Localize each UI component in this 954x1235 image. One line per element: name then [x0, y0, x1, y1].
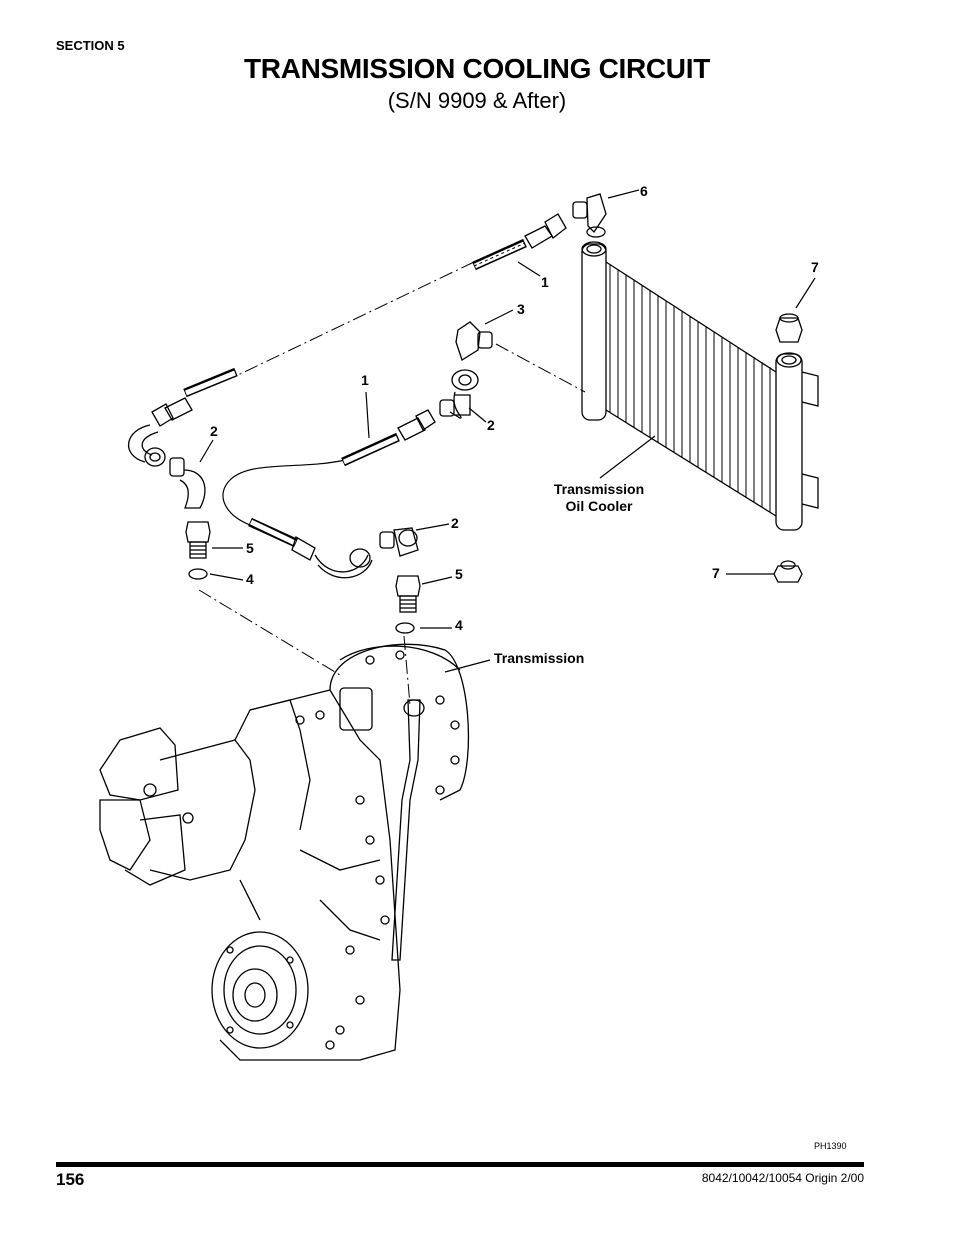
- origin-note: 8042/10042/10054 Origin 2/00: [701, 1171, 864, 1185]
- callout-2-left: 2: [210, 423, 218, 439]
- elbow-fitting-left: [169, 457, 206, 509]
- page-number: 156: [56, 1170, 85, 1189]
- callout-6: 6: [640, 183, 648, 199]
- label-cooler-line2: Oil Cooler: [566, 498, 633, 514]
- label-cooler-line1: Transmission: [554, 481, 644, 497]
- adapter-fitting-left: [185, 521, 211, 559]
- plug-top: [775, 313, 803, 343]
- callout-4-left: 4: [246, 571, 254, 587]
- callout-2-right-upper: 2: [487, 417, 495, 433]
- footer-rule: [56, 1162, 864, 1167]
- adapter-fitting-right: [395, 575, 421, 613]
- callout-1-lower: 1: [361, 372, 369, 388]
- hose-assembly-1-upper: [127, 213, 567, 467]
- callout-5-left: 5: [246, 540, 254, 556]
- label-transmission: Transmission: [494, 650, 584, 666]
- transmission-drawing: [99, 643, 470, 1061]
- connection-lines: [198, 261, 586, 706]
- plug-bottom: [773, 560, 803, 583]
- callout-3: 3: [517, 301, 525, 317]
- hose-thin: [222, 459, 346, 526]
- section-label: SECTION 5: [56, 38, 125, 53]
- o-ring-left: [188, 568, 208, 580]
- callout-7-bottom: 7: [712, 565, 720, 581]
- o-ring-right: [395, 622, 415, 634]
- callout-5-right: 5: [455, 566, 463, 582]
- page-title: TRANSMISSION COOLING CIRCUIT: [243, 53, 711, 84]
- hose-assembly-1-lower: [248, 409, 436, 579]
- leader-lines: [199, 189, 816, 673]
- oil-cooler: [581, 241, 819, 531]
- callout-1-upper: 1: [541, 274, 549, 290]
- cooler-fins: [609, 265, 771, 512]
- callout-7-top: 7: [811, 259, 819, 275]
- callout-4-right: 4: [455, 617, 463, 633]
- elbow-fitting-right-upper: [439, 369, 479, 419]
- elbow-fitting-6: [572, 193, 607, 238]
- elbow-fitting-3: [455, 321, 493, 361]
- page-subtitle: (S/N 9909 & After): [387, 88, 567, 113]
- elbow-fitting-right-lower: [379, 527, 419, 557]
- callout-2-right-lower: 2: [451, 515, 459, 531]
- figure-id: PH1390: [814, 1141, 847, 1151]
